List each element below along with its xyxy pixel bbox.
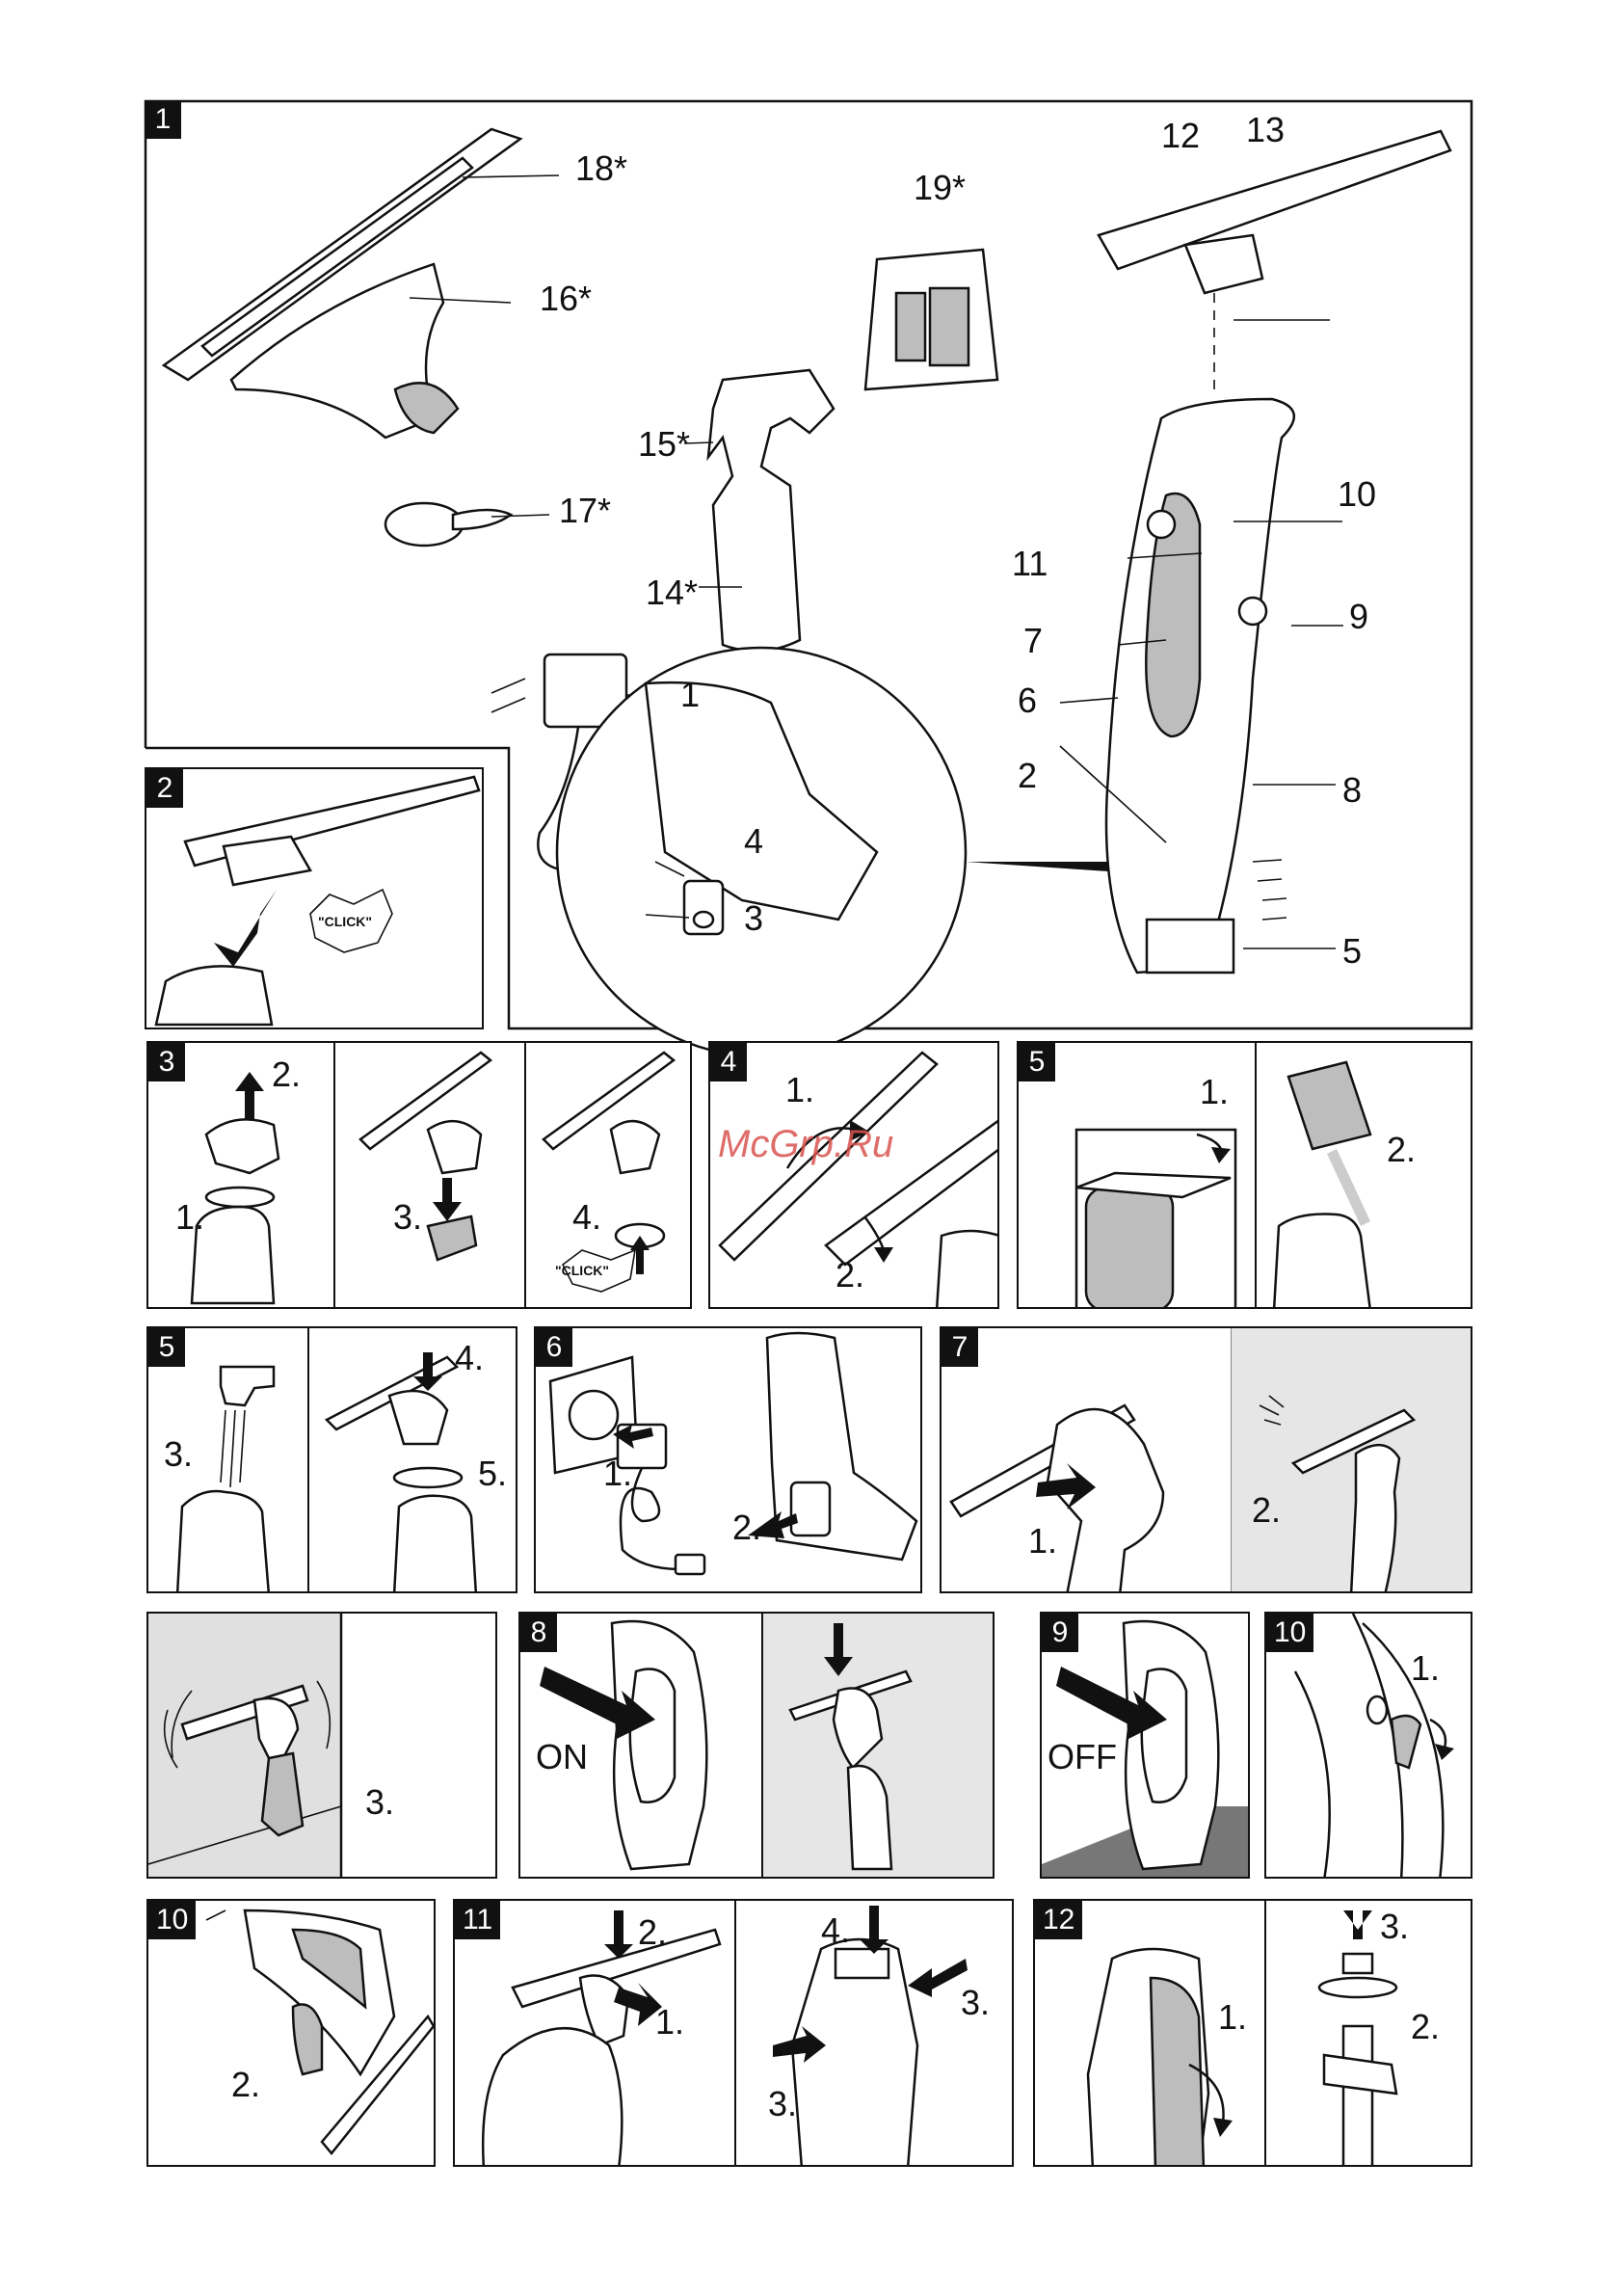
step-3a-label: 3. [961, 1983, 990, 2023]
figure-7b-illustration [148, 1614, 497, 1879]
figure-7a-illustration [942, 1328, 1472, 1593]
step-2-label: 2. [638, 1912, 667, 1953]
step-3-label: 3. [393, 1197, 422, 1238]
figure-12-panel: 12 1. 3. 2. [1033, 1899, 1472, 2167]
figure-6-panel: 6 1. 2. [534, 1326, 922, 1593]
callout-11: 11 [1012, 544, 1048, 584]
figure-4-panel: 4 1. 2. [708, 1041, 999, 1309]
step-2-label: 2. [836, 1255, 864, 1295]
step-2-label: 2. [1411, 2007, 1440, 2047]
callout-1: 1 [680, 675, 700, 715]
callout-12: 12 [1161, 116, 1200, 156]
callout-7: 7 [1023, 621, 1043, 661]
callout-4: 4 [744, 821, 763, 862]
callout-10: 10 [1338, 474, 1376, 515]
step-2-label: 2. [231, 2065, 260, 2105]
figure-11-panel: 11 2. 1. 4. 3. 3. [453, 1899, 1014, 2167]
figure-3-panel: 3 2. 1. 3. 4. "CLICK" [146, 1041, 692, 1309]
step-3b-label: 3. [768, 2084, 797, 2124]
figure-7b-panel: 7 3. [146, 1612, 497, 1879]
step-1-label: 1. [655, 2002, 684, 2042]
step-4-label: 4. [455, 1338, 484, 1378]
callout-9: 9 [1349, 597, 1368, 637]
step-1-label: 1. [175, 1197, 204, 1238]
step-1-label: 1. [1218, 1997, 1247, 2038]
step-4-label: 4. [821, 1910, 850, 1951]
off-label: OFF [1048, 1737, 1117, 1777]
step-2-label: 2. [1387, 1130, 1416, 1170]
figure-10b-panel: 10 2. [146, 1899, 436, 2167]
callout-13: 13 [1246, 110, 1285, 150]
step-1-label: 1. [785, 1070, 814, 1110]
figure-10b-illustration [148, 1901, 436, 2167]
figure-7a-panel: 7 1. 2. [940, 1326, 1472, 1593]
step-2-label: 2. [1252, 1490, 1281, 1531]
step-1-label: 1. [1411, 1648, 1440, 1689]
figure-6-illustration [536, 1328, 922, 1593]
figure-2-panel: 2 "CLICK" [145, 767, 484, 1029]
watermark: McGrp.Ru [718, 1123, 893, 1166]
step-1-label: 1. [603, 1454, 632, 1494]
callout-6: 6 [1018, 681, 1037, 721]
callout-14: 14* [646, 573, 698, 613]
figure-8-panel: 8 ON [518, 1612, 995, 1879]
click-callout: "CLICK" [555, 1263, 609, 1278]
figure-9-panel: 9 OFF [1040, 1612, 1250, 1879]
callout-17: 17* [559, 491, 611, 531]
step-2-label: 2. [272, 1055, 301, 1095]
figure-10a-illustration [1266, 1614, 1472, 1879]
click-callout: "CLICK" [318, 914, 372, 929]
callout-15: 15* [638, 424, 690, 465]
step-5-label: 5. [478, 1454, 507, 1494]
step-1-label: 1. [1028, 1521, 1057, 1562]
callout-2: 2 [1018, 756, 1037, 796]
callout-16: 16* [540, 279, 592, 319]
figure-8-illustration [520, 1614, 995, 1879]
figure-5a-panel: 5 1. 2. [1017, 1041, 1472, 1309]
callout-5: 5 [1342, 931, 1362, 972]
figure-2-illustration [146, 769, 484, 1029]
callout-3: 3 [744, 898, 763, 939]
step-2-label: 2. [732, 1508, 761, 1548]
step-3-label: 3. [164, 1434, 193, 1475]
on-label: ON [536, 1737, 588, 1777]
callout-18: 18* [575, 148, 627, 189]
figure-11-illustration [455, 1901, 1014, 2167]
step-3-label: 3. [365, 1782, 394, 1823]
figure-10a-panel: 10 1. [1264, 1612, 1472, 1879]
figure-3-illustration [148, 1043, 692, 1309]
callout-8: 8 [1342, 770, 1362, 811]
step-3-label: 3. [1380, 1907, 1409, 1947]
callout-19: 19* [914, 168, 966, 208]
step-1-label: 1. [1200, 1072, 1229, 1112]
step-4-label: 4. [572, 1197, 601, 1238]
figure-5a-illustration [1019, 1043, 1472, 1309]
figure-5b-panel: 5 3. 4. 5. [146, 1326, 517, 1593]
